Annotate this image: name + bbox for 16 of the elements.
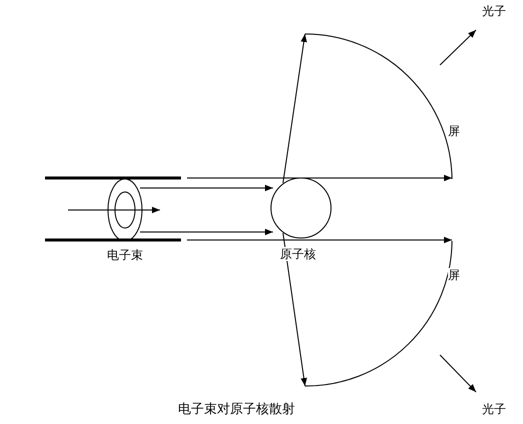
caption: 电子束对原子核散射 <box>178 403 295 417</box>
node-label: 屏 <box>448 124 460 138</box>
arrow <box>140 184 274 192</box>
arrow <box>282 232 308 386</box>
node-label: 屏 <box>448 268 460 282</box>
photon-label: 光子 <box>482 4 506 18</box>
arrow <box>186 174 452 182</box>
arrow <box>282 34 307 184</box>
arrow <box>440 354 476 392</box>
arrow <box>186 236 452 244</box>
node-label: 电子束 <box>107 248 143 262</box>
arrow <box>68 206 160 214</box>
node-label: 原子核 <box>280 247 316 261</box>
arrow <box>140 228 274 236</box>
photon-label: 光子 <box>482 402 506 416</box>
arrow <box>440 30 476 66</box>
